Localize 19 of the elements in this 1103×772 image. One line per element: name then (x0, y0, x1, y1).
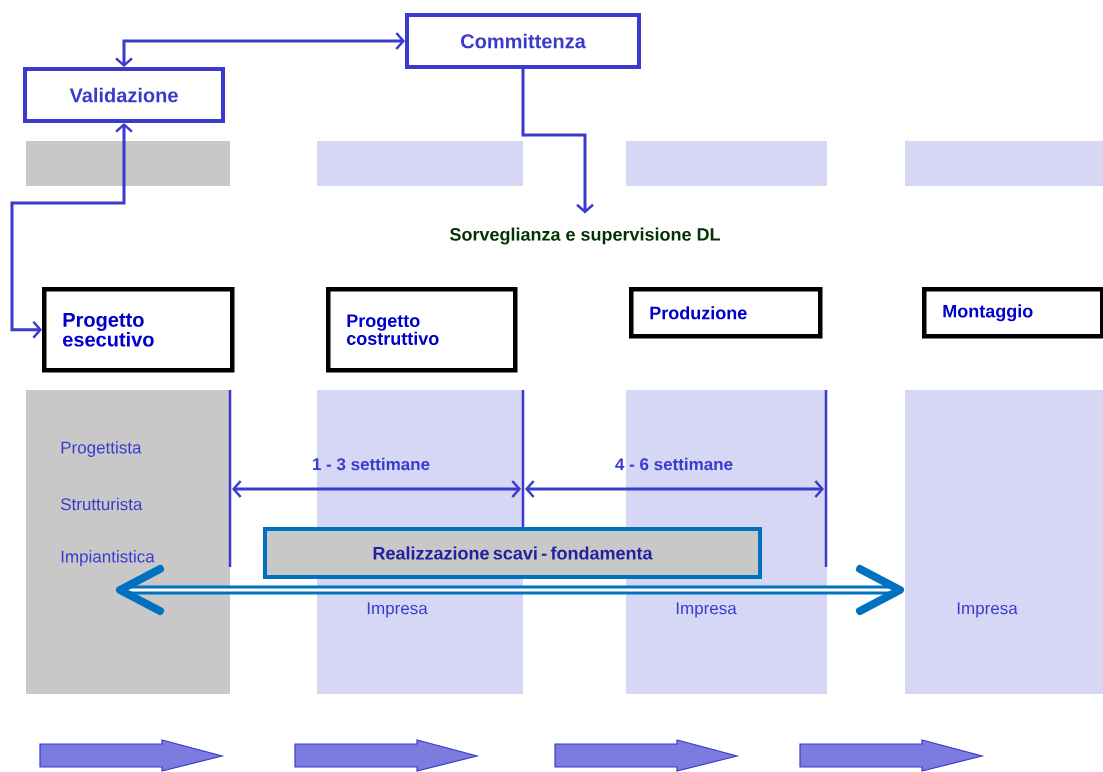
role-label: Impresa (367, 602, 428, 618)
duration-label: 1 - 3 settimane (313, 457, 430, 471)
role-label: Impiantistica (61, 550, 155, 566)
activity-box: Realizzazione scavi - fondamenta (263, 527, 762, 579)
role-label: Progettista (61, 441, 142, 457)
connector-arrow (521, 69, 594, 214)
duration-label: 4 - 6 settimane (615, 457, 733, 471)
phase-box: Montaggio (922, 287, 1103, 339)
role-label: Strutturista (60, 497, 143, 511)
phase-box: Progetto esecutivo (42, 287, 235, 373)
phase-box: Progetto costruttivo (326, 287, 518, 373)
title-box: Committenza (405, 13, 641, 69)
phase-box: Produzione (629, 287, 823, 339)
connector-arrow (115, 32, 405, 67)
role-label: Impresa (957, 602, 1018, 618)
connector-arrow (10, 123, 133, 339)
role-label: Impresa (676, 602, 737, 618)
heading-text: Sorveglianza e supervisione DL (450, 227, 720, 245)
title-box: Validazione (23, 67, 225, 123)
